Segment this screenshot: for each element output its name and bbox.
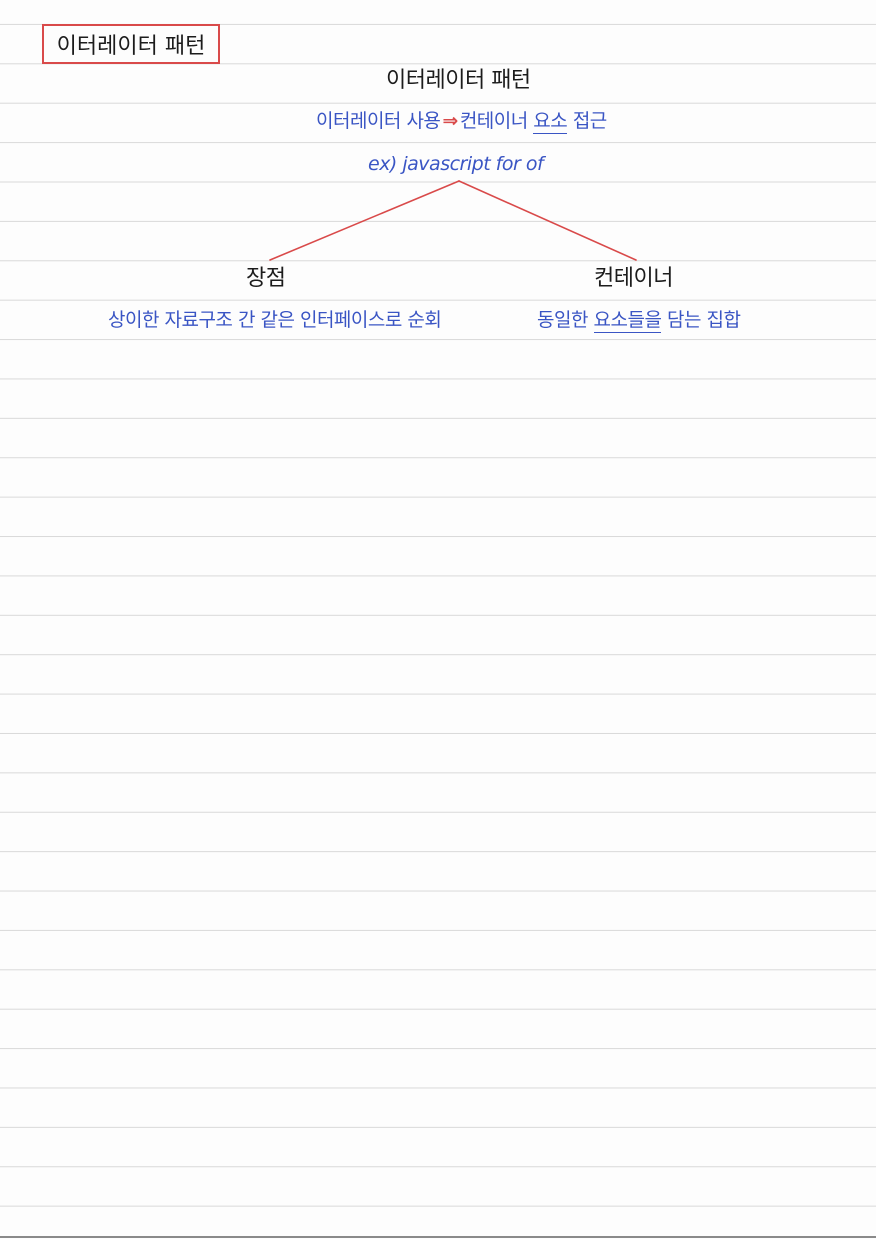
branch-right-desc-c: 담는 집합	[666, 309, 741, 331]
definition-line: 이터레이터 사용⇒컨테이너 요소 접근	[316, 110, 607, 134]
branch-left-label: 장점	[246, 266, 286, 291]
title-box-text: 이터레이터 패턴	[56, 34, 206, 59]
branch-right-desc-a: 동일한	[537, 309, 588, 331]
definition-container-text: 컨테이너	[459, 110, 528, 132]
definition-access-text: 접근	[572, 110, 607, 132]
title-box: 이터레이터 패턴	[42, 24, 220, 64]
page-heading: 이터레이터 패턴	[386, 68, 531, 93]
page-bottom-edge	[0, 1236, 876, 1238]
example-line: ex) javascript for of	[368, 153, 544, 175]
branch-right-description: 동일한 요소들을 담는 집합	[537, 309, 741, 333]
definition-left-text: 이터레이터 사용	[316, 110, 441, 132]
branch-right-label: 컨테이너	[594, 266, 673, 291]
branch-right-desc-b: 요소들을	[593, 309, 662, 333]
branch-left-description: 상이한 자료구조 간 같은 인터페이스로 순회	[108, 309, 442, 331]
definition-element-text: 요소	[533, 110, 568, 134]
implies-arrow-icon: ⇒	[442, 110, 458, 132]
